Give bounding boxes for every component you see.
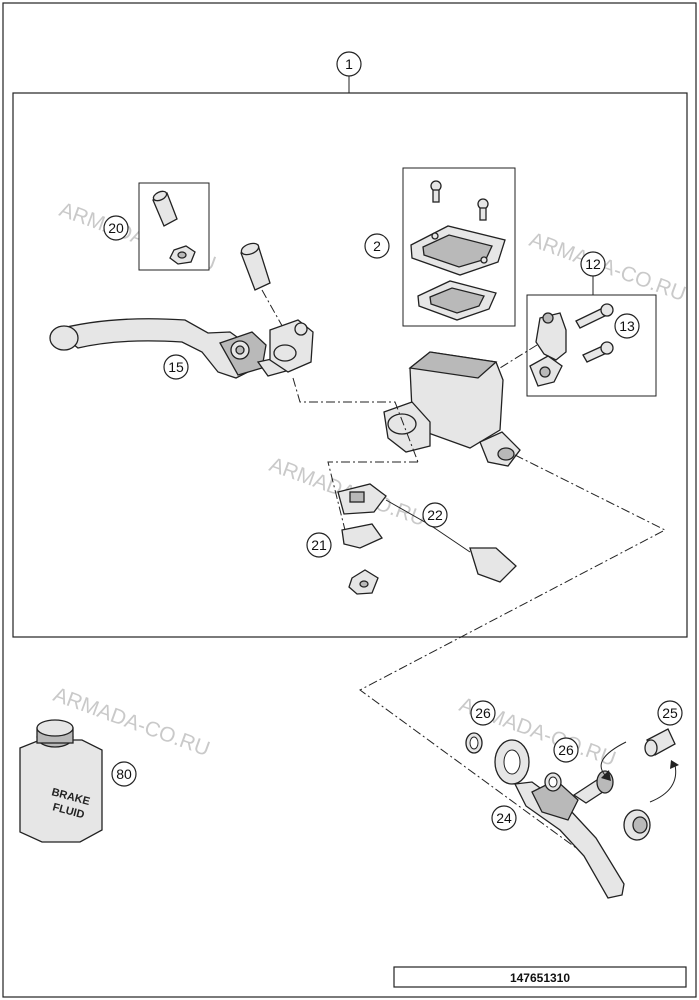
diagram-number-box xyxy=(393,966,687,988)
callout-26a: 26 xyxy=(470,700,496,726)
callout-20: 20 xyxy=(103,215,129,241)
assembly-box xyxy=(12,92,688,638)
callout-21: 21 xyxy=(306,532,332,558)
svg-text:25: 25 xyxy=(662,705,678,721)
svg-text:80: 80 xyxy=(116,766,132,782)
svg-text:12: 12 xyxy=(585,256,601,272)
callout-24: 24 xyxy=(491,805,517,831)
part-2-box xyxy=(402,167,516,327)
callout-15: 15 xyxy=(163,354,189,380)
pivot-block xyxy=(269,319,314,373)
diagram-number: 147651310 xyxy=(510,971,570,985)
brake-switch xyxy=(337,483,517,595)
brake-lever xyxy=(49,318,298,379)
svg-text:2: 2 xyxy=(373,238,381,254)
callout-1: 1 xyxy=(336,51,362,77)
callout-25: 25 xyxy=(657,700,683,726)
svg-text:15: 15 xyxy=(168,359,184,375)
svg-text:13: 13 xyxy=(619,318,635,334)
svg-text:24: 24 xyxy=(496,810,512,826)
svg-text:20: 20 xyxy=(108,220,124,236)
svg-text:21: 21 xyxy=(311,537,327,553)
part-20-box xyxy=(138,182,210,271)
watermark-2: ARMADA-CO.RU xyxy=(526,228,688,306)
banjo-fitting-parts xyxy=(465,728,679,899)
callout-80: 80 xyxy=(111,761,137,787)
assembly-dash-lines xyxy=(292,344,667,881)
svg-text:22: 22 xyxy=(427,507,443,523)
brake-fluid-bottle: BRAKE FLUID xyxy=(19,719,103,843)
svg-text:1: 1 xyxy=(345,56,353,72)
svg-text:26: 26 xyxy=(558,742,574,758)
callout-26b: 26 xyxy=(553,737,579,763)
callout-12: 12 xyxy=(580,251,606,277)
callout-22: 22 xyxy=(422,502,448,528)
part-12-box xyxy=(526,276,657,397)
callout-2: 2 xyxy=(364,233,390,259)
svg-text:26: 26 xyxy=(475,705,491,721)
callout-13: 13 xyxy=(614,313,640,339)
master-cylinder xyxy=(383,351,521,467)
